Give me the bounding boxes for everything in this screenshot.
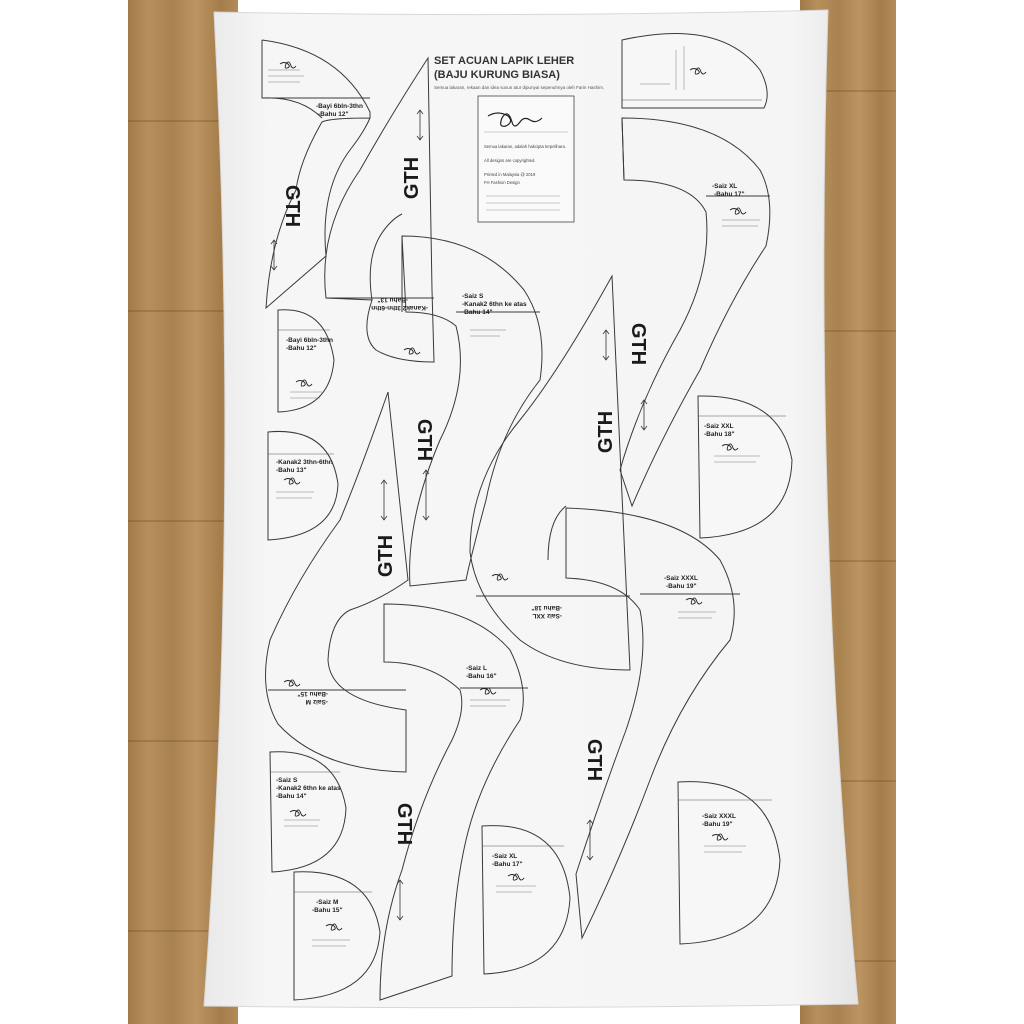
signature-logo (487, 112, 543, 127)
small-piece-kanak2 (267, 430, 339, 541)
label-saiz-xxl-rotated-2: -Bahu 18" (531, 604, 562, 611)
label-saiz-s-small-1: -Saiz S (276, 777, 298, 784)
fine-print-lines (268, 46, 760, 947)
label-saiz-l-2: -Bahu 16" (466, 673, 497, 680)
label-kanak-rotated-1: -Kanak2 3thn-6thn (371, 304, 428, 311)
paper (203, 9, 859, 1009)
label-saiz-xxl-small-2: -Bahu 18" (704, 431, 735, 438)
white-border-right (896, 0, 1024, 1024)
label-saiz-xl-small-2: -Bahu 17" (492, 861, 523, 868)
label-bayi-top-2: -Bahu 12" (318, 111, 349, 118)
small-piece-saiz-s-top-right (621, 32, 768, 109)
small-piece-saiz-xxl (697, 395, 793, 539)
label-saiz-xxl-rotated-1: -Saiz XXL (532, 612, 562, 619)
sheet-title-line2: (BAJU KURUNG BIASA) (434, 69, 560, 81)
label-saiz-xl-1: -Saiz XL (712, 183, 737, 190)
gth-label-2: GTH (401, 157, 423, 199)
label-note-4: FH Fashion Design (484, 180, 521, 185)
facing-piece-saiz-xxl-rotated (469, 274, 631, 671)
facing-piece-saiz-xxxl (565, 507, 735, 940)
designer-label-box: Semua lakaran, adalah hakcipta terpeliha… (477, 95, 575, 223)
label-saiz-m-small-1: -Saiz M (316, 899, 338, 906)
label-bayi-small-1: -Bayi 6bln-3thn (286, 337, 333, 344)
label-kanak-rotated-2: -Bahu 13" (377, 296, 408, 303)
facing-piece-saiz-l (379, 603, 524, 1001)
label-saiz-xxl-small-1: -Saiz XXL (704, 423, 734, 430)
small-piece-bayi (277, 309, 335, 413)
label-saiz-m-rotated-1: -Saiz M (306, 698, 328, 705)
label-saiz-xxxl-2: -Bahu 19" (666, 583, 697, 590)
label-saiz-s-2: -Kanak2 6thn ke atas (462, 301, 527, 308)
facing-piece-bayi-top (261, 39, 371, 310)
label-note-1: Semua lakaran, adalah hakcipta terpeliha… (484, 144, 566, 149)
gth-label-8: GTH (393, 803, 415, 845)
label-saiz-m-rotated-2: -Bahu 15" (297, 690, 328, 697)
gth-label-6: GTH (595, 411, 617, 453)
gth-label-7: GTH (583, 739, 605, 781)
label-saiz-s-1: -Saiz S (462, 293, 484, 300)
label-bayi-top-1: -Bayi 6bln-3thn (316, 103, 363, 110)
small-piece-saiz-xxxl (677, 781, 781, 945)
gth-label-3: GTH (413, 419, 435, 461)
small-piece-saiz-m (293, 871, 381, 1001)
label-saiz-s-small-2: -Kanak2 6thn ke atas (276, 785, 341, 792)
gth-label-1: GTH (281, 185, 303, 227)
label-saiz-xxxl-1: -Saiz XXXL (664, 575, 698, 582)
gth-label-5: GTH (627, 323, 649, 365)
label-note-3: Printed in Malaysia @ 2019 (484, 172, 536, 177)
label-saiz-s-3: -Bahu 14" (462, 309, 493, 316)
label-saiz-xl-small-1: -Saiz XL (492, 853, 517, 860)
small-piece-saiz-xl (481, 825, 571, 975)
label-saiz-s-small-3: -Bahu 14" (276, 793, 307, 800)
label-saiz-xxxl-small-2: -Bahu 19" (702, 821, 733, 828)
sheet-title-line1: SET ACUAN LAPIK LEHER (434, 55, 574, 67)
gth-label-4: GTH (375, 535, 397, 577)
label-saiz-xxxl-small-1: -Saiz XXXL (702, 813, 736, 820)
label-bayi-small-2: -Bahu 12" (286, 345, 317, 352)
label-saiz-xl-2: -Bahu 17" (714, 191, 745, 198)
label-saiz-m-small-2: -Bahu 15" (312, 907, 343, 914)
facing-piece-saiz-xl (619, 117, 771, 508)
signature-marks (279, 61, 747, 931)
grain-arrows (270, 109, 648, 921)
label-kanak-small-2: -Bahu 13" (276, 467, 307, 474)
facing-piece-saiz-s (401, 235, 543, 587)
label-kanak-small-1: -Kanak2 3thn-6thn (276, 459, 333, 466)
small-piece-saiz-s (269, 751, 347, 873)
sheet-subtitle: Semua lakaran, rekaan dan idea susun atu… (434, 85, 604, 90)
label-note-2: All designs are copyrighted. (484, 158, 535, 163)
facing-piece-saiz-m-rotated (265, 391, 409, 773)
label-saiz-l-1: -Saiz L (466, 665, 487, 672)
white-border-left (0, 0, 128, 1024)
facing-piece-kanak-rotated (324, 56, 435, 363)
